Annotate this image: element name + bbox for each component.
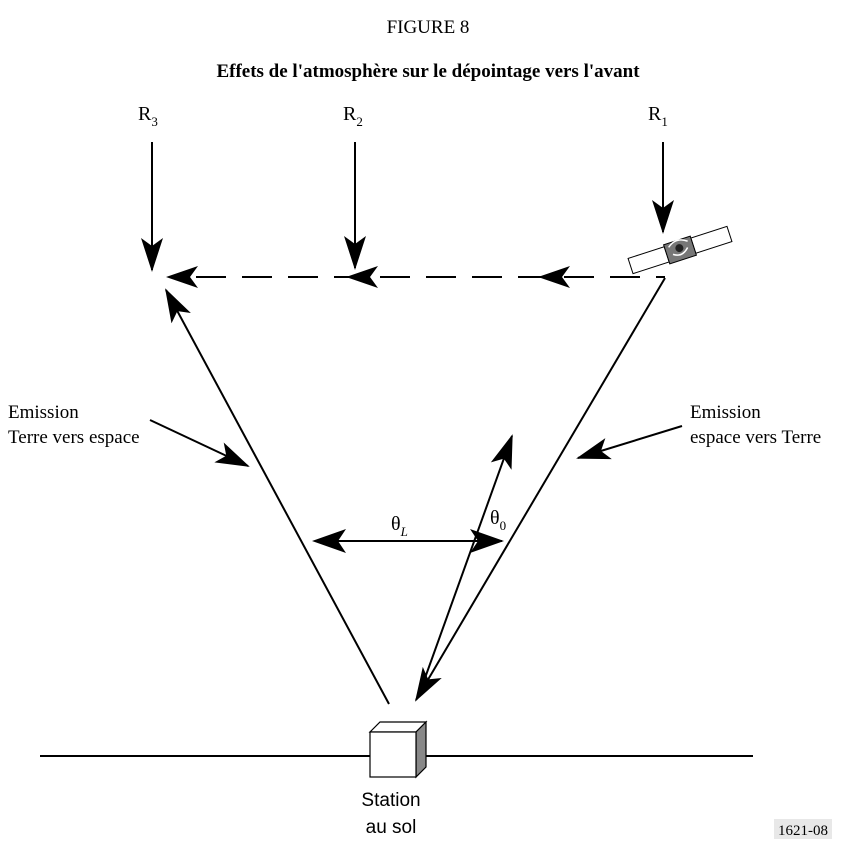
figure-code-background	[774, 819, 832, 839]
satellite-icon	[627, 225, 733, 275]
dashed-arrowhead-mid	[346, 266, 378, 288]
dashed-arrowhead-right	[538, 266, 570, 288]
ray-label-r3: R3	[138, 103, 158, 129]
theta-l-arrowhead-right	[470, 529, 504, 553]
uplink-line	[165, 288, 390, 705]
downlink-pointer-arrow	[576, 425, 683, 460]
station-label-line2: au sol	[366, 817, 417, 838]
ray-label-r2: R2	[343, 103, 363, 129]
theta-0-label: θ0	[490, 507, 506, 533]
downlink-line	[414, 277, 666, 702]
dashed-arrowhead-left	[166, 266, 198, 288]
uplink-pointer-arrow	[149, 419, 250, 467]
theta-l-label: θL	[391, 513, 408, 539]
figure-number: FIGURE 8	[387, 17, 470, 38]
theta-l-arrowhead-left	[312, 529, 346, 553]
ground-station-icon	[368, 720, 428, 779]
downlink-label-line1: Emission	[690, 402, 761, 423]
figure-title: Effets de l'atmosphère sur le dépointage…	[216, 61, 640, 82]
pointing-arrow	[424, 434, 513, 679]
downlink-label-line2: espace vers Terre	[690, 427, 821, 448]
station-label-line1: Station	[361, 790, 420, 811]
figure-code: 1621-08	[778, 823, 828, 839]
ray-label-r1: R1	[648, 103, 668, 129]
uplink-label-line2: Terre vers espace	[8, 427, 140, 448]
uplink-label-line1: Emission	[8, 402, 79, 423]
